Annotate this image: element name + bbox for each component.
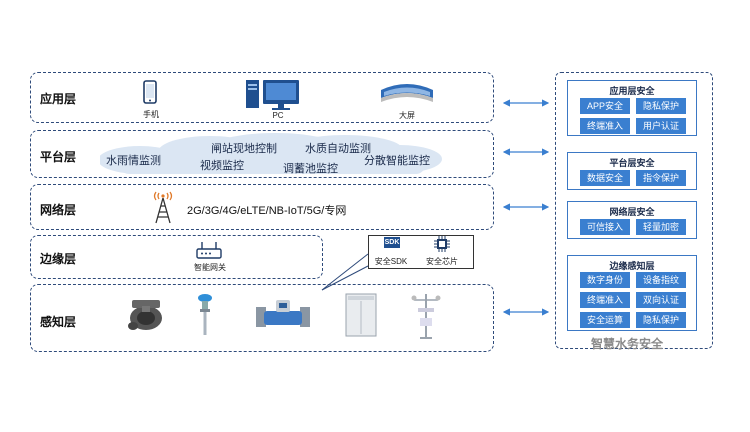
security-chip: 指令保护 <box>636 170 686 186</box>
pipe-flowmeter-icon <box>126 296 166 339</box>
layer-platform-label: 平台层 <box>40 150 77 164</box>
gateway-label: 智能网关 <box>194 263 226 272</box>
layer-application-label: 应用层 <box>40 92 77 106</box>
security-panel <box>555 72 713 349</box>
layer-network-label: 网络层 <box>40 203 77 217</box>
phone-label: 手机 <box>143 110 159 119</box>
security-group-title: 应用层安全 <box>609 86 655 96</box>
network-protocols: 2G/3G/4G/eLTE/NB-IoT/5G/专网 <box>187 205 347 217</box>
security-chip: 终端准入 <box>580 292 630 308</box>
cloud-shape <box>98 132 445 182</box>
sdk-label: 安全SDK <box>374 257 408 266</box>
chip-icon <box>434 236 450 257</box>
security-chip: 双向认证 <box>636 292 686 308</box>
security-chip: 安全运算 <box>580 312 630 328</box>
security-group-title: 边缘感知层 <box>609 261 655 271</box>
platform-item-video: 视频监控 <box>200 160 244 172</box>
security-chip: 轻量加密 <box>636 219 686 235</box>
security-chip: 用户认证 <box>636 118 686 134</box>
security-group-network: 网络层安全 可信接入 轻量加密 <box>567 201 697 239</box>
layer-application <box>30 72 494 123</box>
security-chip: 数字身份 <box>580 272 630 288</box>
layer-edge <box>30 235 323 279</box>
gateway-icon <box>196 240 222 265</box>
link-arrows <box>502 99 550 316</box>
pc-icon <box>245 78 301 115</box>
security-chip: 终端准入 <box>580 118 630 134</box>
security-group-title: 平台层安全 <box>609 158 655 168</box>
security-chip: APP安全 <box>580 98 630 114</box>
security-chip: 隐私保护 <box>636 98 686 114</box>
layer-network <box>30 184 494 230</box>
big-screen-icon <box>378 80 436 113</box>
layer-perception <box>30 284 494 352</box>
level-sensor-icon <box>196 293 214 342</box>
platform-item-water-quality: 水质自动监测 <box>305 143 371 155</box>
pc-label: PC <box>272 111 284 120</box>
platform-item-storage-pool: 调蓄池监控 <box>283 163 338 175</box>
security-panel-title: 智慧水务安全 <box>591 337 664 351</box>
phone-icon <box>143 80 157 109</box>
platform-item-distributed: 分散智能监控 <box>364 155 430 167</box>
security-group-title: 网络层安全 <box>609 207 655 217</box>
layer-edge-label: 边缘层 <box>40 252 77 266</box>
chip-label: 安全芯片 <box>426 257 458 266</box>
big-screen-label: 大屏 <box>399 111 415 120</box>
layer-platform <box>30 130 494 178</box>
weather-station-icon <box>408 290 444 345</box>
sdk-icon: SDK <box>384 237 400 248</box>
security-group-platform: 平台层安全 数据安全 指令保护 <box>567 152 697 190</box>
platform-item-rain-monitor: 水雨情监测 <box>106 155 161 167</box>
security-group-application: 应用层安全 APP安全 隐私保护 终端准入 用户认证 <box>567 80 697 136</box>
security-chip: 可信接入 <box>580 219 630 235</box>
layer-perception-label: 感知层 <box>40 315 77 329</box>
security-chip: 隐私保护 <box>636 312 686 328</box>
security-chip: 数据安全 <box>580 170 630 186</box>
security-chip: 设备指纹 <box>636 272 686 288</box>
electromagnetic-flowmeter-icon <box>254 299 312 334</box>
security-group-edge-perception: 边缘感知层 数字身份 设备指纹 终端准入 双向认证 安全运算 隐私保护 <box>567 255 697 331</box>
antenna-tower-icon <box>151 186 175 229</box>
analyzer-cabinet-icon <box>344 292 378 343</box>
platform-item-gate-control: 闸站现地控制 <box>211 143 277 155</box>
